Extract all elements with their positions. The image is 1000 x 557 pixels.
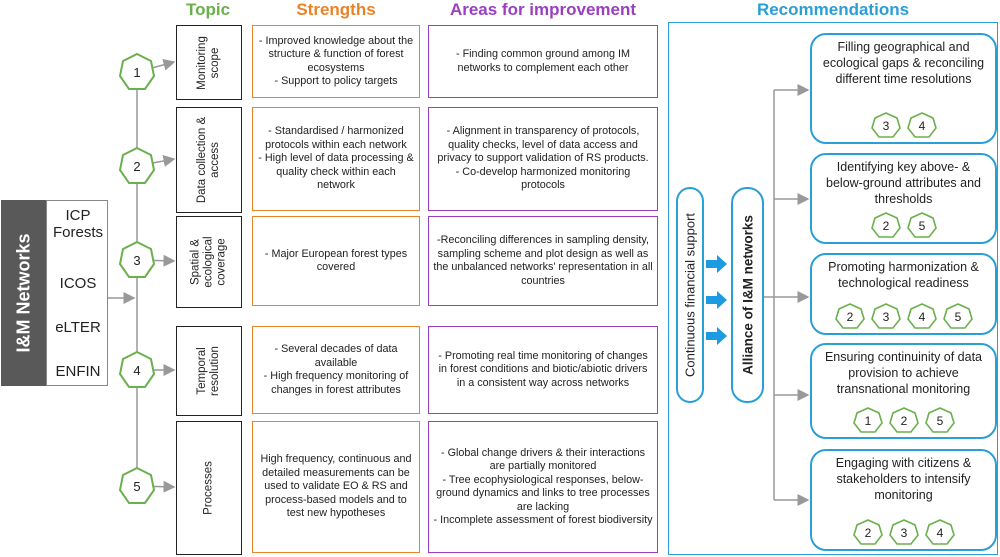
topic-number-4-badge: 4: [118, 350, 156, 388]
topic-box-2: Data collection & access: [176, 107, 242, 213]
improvement-header: Areas for improvement: [449, 0, 637, 19]
recommendation-text-1: Filling geographical and ecological gaps…: [822, 40, 985, 86]
topic-header: Topic: [185, 0, 231, 19]
topic-ref-badge: 5: [924, 407, 955, 433]
topic-ref-number: 3: [882, 119, 889, 133]
topic-label-2: Data collection & access: [196, 116, 221, 204]
networks-list: ICP Forests ICOS eLTER ENFIN: [46, 200, 108, 386]
strengths-header: Strengths: [296, 0, 376, 19]
topic-ref-badge: 4: [924, 519, 955, 545]
topic-number-5: 5: [133, 479, 140, 494]
recommendation-box-2: Identifying key above- & below-ground at…: [810, 153, 997, 244]
recommendation-text-4: Ensuring continuinity of data provision …: [824, 350, 983, 396]
topic-ref-number: 5: [954, 310, 961, 324]
networks-title: I&M Networks: [13, 233, 33, 353]
topic-number-4: 4: [133, 363, 140, 378]
financial-support-label: Continuous financial support: [682, 212, 698, 378]
topic-ref-number: 4: [918, 310, 925, 324]
topic-number-2: 2: [133, 159, 140, 174]
topic-ref-number: 1: [864, 414, 871, 428]
topic-ref-number: 2: [846, 310, 853, 324]
topic-label-5: Processes: [202, 461, 215, 515]
improvement-box-2: - Alignment in transparency of protocols…: [428, 107, 658, 211]
recommendation-box-5: Engaging with citizens & stakeholders to…: [810, 449, 997, 551]
recommendation-refs-4: 1 2 5: [812, 407, 995, 433]
strength-box-4: - Several decades of data available - Hi…: [252, 326, 420, 414]
network-icp-forests: ICP Forests: [52, 207, 103, 241]
topic-box-5: Processes: [176, 421, 242, 555]
topic-ref-badge: 4: [906, 303, 937, 329]
recommendation-text-3: Promoting harmonization & technological …: [828, 260, 979, 290]
topic-box-1: Monitoring scope: [176, 25, 242, 100]
recommendation-text-2: Identifying key above- & below-ground at…: [826, 160, 981, 206]
strength-box-2: - Standardised / harmonized protocols wi…: [252, 107, 420, 211]
topic-ref-number: 2: [900, 414, 907, 428]
topic-ref-badge: 2: [888, 407, 919, 433]
recommendation-box-3: Promoting harmonization & technological …: [810, 253, 997, 335]
topic-number-2-badge: 2: [118, 146, 156, 184]
topic-ref-number: 2: [882, 219, 889, 233]
topic-number-1: 1: [133, 65, 140, 80]
topic-ref-badge: 1: [852, 407, 883, 433]
topic-ref-badge: 4: [906, 112, 937, 138]
alliance-pill: Alliance of I&M networks: [731, 187, 764, 403]
recommendation-refs-3: 2 3 4 5: [812, 303, 995, 329]
recommendation-box-4: Ensuring continuinity of data provision …: [810, 343, 997, 439]
topic-number-5-badge: 5: [118, 466, 156, 504]
strength-box-5: High frequency, continuous and detailed …: [252, 421, 420, 553]
alliance-label: Alliance of I&M networks: [740, 215, 755, 375]
topic-label-3: Spatial & ecological coverage: [189, 236, 228, 288]
topic-number-3: 3: [133, 253, 140, 268]
topic-number-1-badge: 1: [118, 52, 156, 90]
network-elter: eLTER: [55, 319, 101, 336]
strength-box-3: - Major European forest types covered: [252, 216, 420, 306]
topic-label-1: Monitoring scope: [196, 35, 221, 90]
network-enfin: ENFIN: [55, 363, 101, 380]
strength-box-1: - Improved knowledge about the structure…: [252, 25, 420, 98]
recommendations-panel: [668, 22, 998, 555]
topic-ref-number: 5: [918, 219, 925, 233]
improvement-box-3: -Reconciling differences in sampling den…: [428, 216, 658, 306]
topic-ref-badge: 3: [870, 303, 901, 329]
topic-label-4: Temporal resolution: [196, 346, 221, 396]
topic-ref-badge: 3: [888, 519, 919, 545]
topic-ref-number: 4: [936, 526, 943, 540]
topic-ref-badge: 3: [870, 112, 901, 138]
recommendations-header: Recommendations: [756, 0, 910, 19]
recommendation-text-5: Engaging with citizens & stakeholders to…: [835, 456, 972, 502]
topic-number-3-badge: 3: [118, 240, 156, 278]
topic-ref-number: 3: [882, 310, 889, 324]
topic-ref-badge: 2: [852, 519, 883, 545]
topic-ref-number: 3: [900, 526, 907, 540]
recommendation-box-1: Filling geographical and ecological gaps…: [810, 33, 997, 144]
topic-ref-number: 2: [864, 526, 871, 540]
topic-ref-number: 5: [936, 414, 943, 428]
topic-ref-badge: 5: [906, 212, 937, 238]
recommendation-refs-5: 2 3 4: [812, 519, 995, 545]
network-icos: ICOS: [59, 275, 97, 292]
topic-ref-badge: 2: [834, 303, 865, 329]
financial-support-pill: Continuous financial support: [676, 187, 704, 403]
topic-ref-badge: 2: [870, 212, 901, 238]
topic-ref-number: 4: [918, 119, 925, 133]
networks-title-panel: I&M Networks: [1, 200, 46, 386]
improvement-box-1: - Finding common ground among IM network…: [428, 25, 658, 98]
topic-box-3: Spatial & ecological coverage: [176, 216, 242, 308]
topic-ref-badge: 5: [942, 303, 973, 329]
improvement-box-4: - Promoting real time monitoring of chan…: [428, 326, 658, 414]
topic-box-4: Temporal resolution: [176, 326, 242, 416]
improvement-box-5: - Global change drivers & their interact…: [428, 421, 658, 553]
